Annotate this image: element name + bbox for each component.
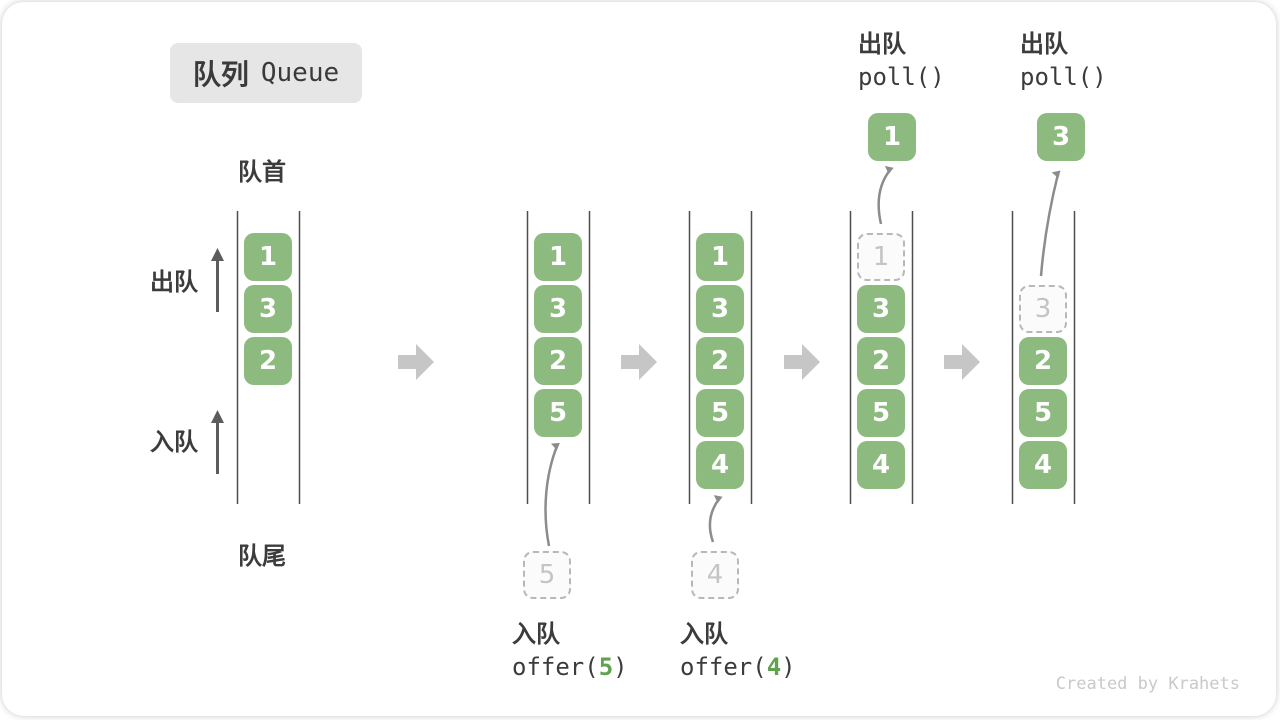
enqueue-4-code: offer(4) [680, 651, 796, 684]
enqueue-5-label-zh: 入队 [512, 620, 560, 648]
queue-wall-lines [236, 211, 1076, 504]
transition-arrow-icon [398, 344, 434, 380]
dequeue-direction-arrowhead-icon [211, 248, 224, 261]
title-en: Queue [260, 58, 340, 88]
code-text: offer( [680, 653, 767, 681]
incoming-item-ghost: 4 [691, 551, 739, 599]
removed-item-ghost: 1 [857, 233, 905, 281]
queue-item: 5 [534, 389, 582, 437]
dequeue-side-label: 出队 [150, 268, 198, 296]
enqueue-4-arrow-icon [708, 495, 723, 543]
queue-item: 5 [1019, 389, 1067, 437]
poll-2-code: poll() [1020, 63, 1107, 91]
queue-front-label: 队首 [238, 158, 286, 186]
poll-1-label-zh: 出队 [858, 30, 906, 58]
queue-item: 4 [857, 441, 905, 489]
queue-item: 4 [696, 441, 744, 489]
poll-1-operation-label: 出队 poll() [858, 28, 945, 94]
transition-arrows [398, 344, 980, 380]
poll-1-code: poll() [858, 63, 945, 91]
queue-rear-label: 队尾 [238, 542, 286, 570]
queue-item: 3 [534, 285, 582, 333]
enqueue-5-operation-label: 入队 offer(5) [512, 618, 628, 684]
poll-2-operation-label: 出队 poll() [1020, 28, 1107, 94]
enqueue-direction-arrowhead-icon [211, 410, 224, 423]
queue-item: 5 [857, 389, 905, 437]
dequeued-item: 3 [1037, 113, 1085, 161]
queue-item: 3 [696, 285, 744, 333]
enqueue-side-label: 入队 [150, 428, 198, 456]
transition-arrow-icon [944, 344, 980, 380]
removed-item-ghost: 3 [1019, 285, 1067, 333]
transition-arrow-icon [621, 344, 657, 380]
queue-item: 1 [244, 233, 292, 281]
enqueue-5-code: offer(5) [512, 651, 628, 684]
dequeue-3-arrow-icon [1039, 170, 1061, 277]
queue-item: 2 [857, 337, 905, 385]
code-text: ) [613, 653, 628, 681]
incoming-item-ghost: 5 [523, 551, 571, 599]
queue-item: 5 [696, 389, 744, 437]
code-arg: 4 [766, 653, 782, 681]
watermark: Created by Krahets [1055, 674, 1240, 694]
queue-item: 3 [857, 285, 905, 333]
title-badge: 队列 Queue [170, 43, 362, 103]
enqueue-5-arrow-icon [544, 442, 560, 547]
queue-item: 2 [244, 337, 292, 385]
operation-arrows [544, 165, 1061, 547]
queue-item: 1 [696, 233, 744, 281]
poll-2-label-zh: 出队 [1020, 30, 1068, 58]
code-arg: 5 [598, 653, 614, 681]
code-text: offer( [512, 653, 599, 681]
queue-item: 2 [534, 337, 582, 385]
direction-arrows [211, 248, 224, 474]
queue-item: 3 [244, 285, 292, 333]
queue-item: 1 [534, 233, 582, 281]
queue-item: 2 [1019, 337, 1067, 385]
enqueue-4-operation-label: 入队 offer(4) [680, 618, 796, 684]
transition-arrow-icon [784, 344, 820, 380]
queue-item: 4 [1019, 441, 1067, 489]
title-zh: 队列 [192, 58, 249, 91]
enqueue-4-label-zh: 入队 [680, 620, 728, 648]
queue-item: 2 [696, 337, 744, 385]
code-text: ) [781, 653, 796, 681]
dequeue-1-arrow-icon [877, 165, 894, 225]
dequeued-item: 1 [868, 113, 916, 161]
